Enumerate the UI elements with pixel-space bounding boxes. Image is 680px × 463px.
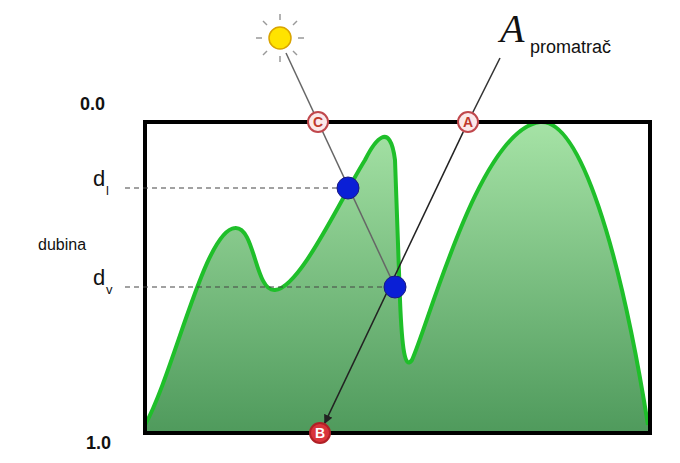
height-curve — [145, 122, 648, 425]
axis-label: dubina — [38, 237, 86, 253]
point-letter: C — [313, 115, 323, 129]
light-ray — [286, 53, 395, 287]
viewer-letter: A — [500, 9, 524, 49]
intersection-dot — [337, 177, 359, 199]
intersection-dot — [384, 276, 406, 298]
point-marker: B — [309, 422, 331, 444]
viewer-label: promatrač — [530, 38, 611, 56]
height-field — [145, 122, 648, 433]
depth-box — [145, 122, 650, 433]
sun-icon — [256, 14, 304, 62]
depth-value: 0.0 — [80, 95, 105, 113]
depth-subscript: v — [106, 283, 113, 296]
point-marker: A — [457, 111, 479, 133]
view-ray-arrow — [325, 132, 464, 423]
point-marker: C — [307, 111, 329, 133]
depth-guide — [125, 286, 395, 287]
depth-symbol: d — [93, 168, 105, 190]
depth-subscript: l — [106, 184, 109, 197]
depth-symbol: d — [93, 267, 105, 289]
depth-guide — [125, 187, 348, 188]
depth-value: 1.0 — [86, 434, 111, 452]
point-letter: A — [463, 115, 473, 129]
point-letter: B — [315, 426, 325, 440]
